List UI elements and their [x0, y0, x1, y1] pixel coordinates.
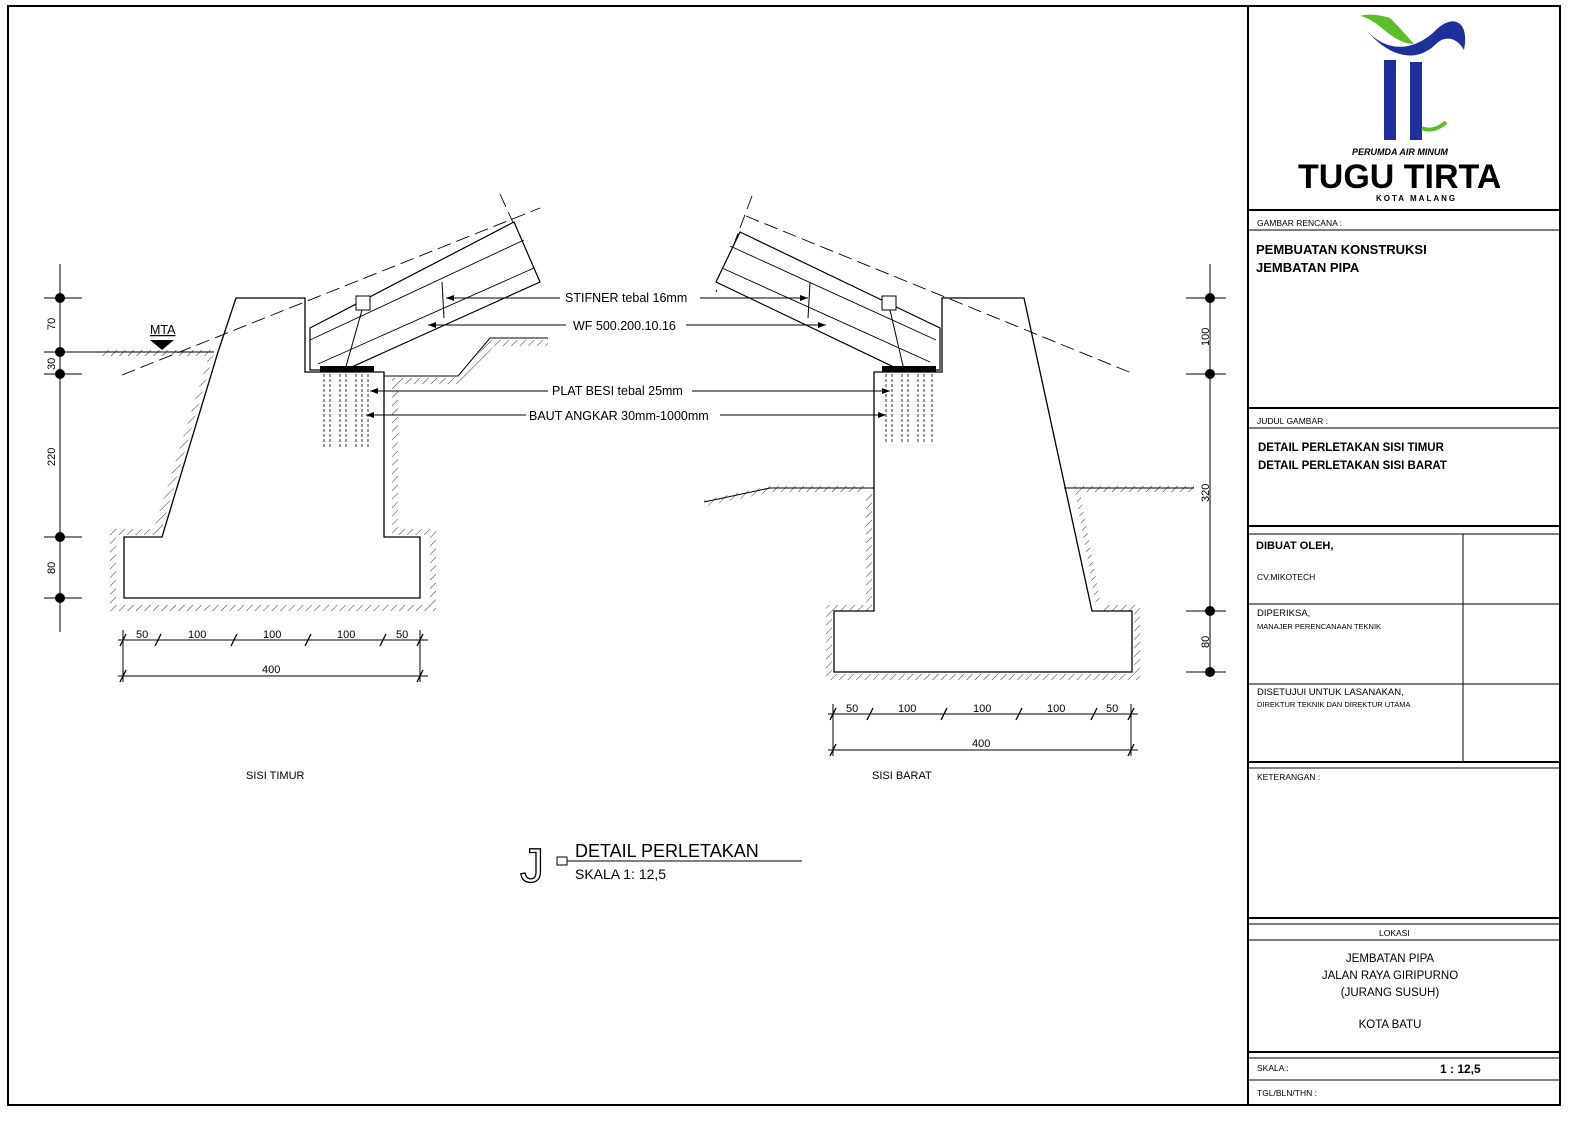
east-hdim-1: 50	[136, 629, 148, 641]
detail-mark-letter: J	[520, 840, 544, 893]
judul-line-2: DETAIL PERLETAKAN SISI BARAT	[1258, 460, 1447, 472]
east-hdim-3: 100	[263, 629, 281, 641]
east-anchor-bolts	[323, 374, 369, 448]
callout-leaders	[366, 297, 890, 416]
detail-mark: J DETAIL PERLETAKAN SKALA 1: 12,5	[519, 839, 802, 894]
skala-label: SKALA :	[1257, 1063, 1289, 1073]
east-girder	[309, 221, 541, 371]
callout-arrowheads	[366, 295, 890, 418]
west-vdim-100: 100	[1200, 328, 1212, 346]
east-stiffener-1	[344, 309, 363, 371]
west-hdim-2: 100	[898, 703, 916, 715]
east-base-plate	[320, 366, 374, 372]
east-vdim-220: 220	[46, 448, 58, 466]
east-abutment-section: MTA 70 30 220 80 50 100 100 100 50	[44, 193, 548, 782]
lokasi-line-2: JALAN RAYA GIRIPURNO	[1322, 970, 1458, 982]
east-hdim-5: 50	[396, 629, 408, 641]
tugu-tirta-logo: PERUMDA AIR MINUM TUGU TIRTA KOTA MALANG	[1298, 14, 1501, 203]
east-ground-line-right	[384, 337, 548, 377]
west-stiffener-1	[889, 309, 905, 371]
logo-org-city: KOTA MALANG	[1376, 194, 1457, 203]
west-girder-flange-2	[721, 267, 931, 363]
judul-line-1: DETAIL PERLETAKAN SISI TIMUR	[1258, 442, 1445, 454]
diperiksa-label: DIPERIKSA,	[1257, 608, 1310, 619]
east-abutment-outline	[123, 297, 421, 599]
east-stiffener-plate	[355, 295, 371, 311]
callout-anchor: BAUT ANGKAR 30mm-1000mm	[529, 409, 709, 423]
east-vdim-70: 70	[46, 318, 58, 330]
mta-label: MTA	[150, 323, 176, 337]
west-vdim-320: 320	[1200, 484, 1212, 502]
lokasi-line-4: KOTA BATU	[1359, 1019, 1422, 1031]
east-vdim-80: 80	[46, 562, 58, 574]
west-hdim-3: 100	[973, 703, 991, 715]
gambar-rencana-label: GAMBAR RENCANA :	[1257, 218, 1342, 228]
west-base-plate	[882, 366, 936, 372]
disetujui-value: DIREKTUR TEKNIK DAN DIREKTUR UTAMA	[1257, 700, 1411, 709]
west-dashed-line-1	[745, 215, 1135, 375]
skala-value: 1 : 12,5	[1440, 1062, 1481, 1076]
callout-wf: WF 500.200.10.16	[573, 319, 676, 333]
project-line-2: JEMBATAN PIPA	[1256, 260, 1360, 275]
lokasi-label: LOKASI	[1379, 928, 1410, 938]
diperiksa-value: MANAJER PERENCANAAN TEKNIK	[1257, 622, 1381, 631]
west-vdim-ext	[1186, 297, 1226, 673]
detail-title: DETAIL PERLETAKAN	[575, 841, 759, 861]
east-stiffener-2	[441, 281, 445, 319]
east-girder-flange-2	[317, 267, 535, 365]
west-label: SISI BARAT	[872, 770, 932, 782]
title-block-grid	[1248, 209, 1560, 1081]
west-hdim-5: 50	[1106, 703, 1118, 715]
west-abutment-section: 100 320 80 50 100 100 100 50 400 SISI BA…	[703, 195, 1226, 782]
project-line-1: PEMBUATAN KONSTRUKSI	[1256, 242, 1427, 257]
west-anchor-bolts	[885, 374, 933, 442]
east-total: 400	[262, 664, 280, 676]
east-label: SISI TIMUR	[246, 770, 305, 782]
east-vdim-ext	[44, 297, 100, 599]
keterangan-label: KETERANGAN :	[1257, 772, 1320, 782]
west-stiffener-plate	[881, 295, 897, 311]
tgl-label: TGL/BLN/THN :	[1257, 1088, 1317, 1098]
west-vdim-80: 80	[1200, 636, 1212, 648]
logo-org-name: TUGU TIRTA	[1298, 158, 1501, 196]
dibuat-label: DIBUAT OLEH,	[1256, 540, 1333, 552]
dibuat-value: CV.MIKOTECH	[1257, 572, 1315, 582]
east-dashed-line-1	[121, 207, 541, 376]
title-block: PERUMDA AIR MINUM TUGU TIRTA KOTA MALANG…	[1248, 14, 1560, 1098]
east-girder-flange-1	[309, 239, 525, 341]
east-hdim-2: 100	[188, 629, 206, 641]
west-girder-flange-1	[729, 245, 937, 341]
west-ground-hatch	[704, 486, 1194, 680]
logo-blue-swoosh	[1366, 21, 1466, 56]
west-stiffener-2	[807, 281, 811, 319]
lokasi-line-3: (JURANG SUSUH)	[1341, 987, 1440, 999]
callout-plate: PLAT BESI tebal 25mm	[552, 384, 683, 398]
lokasi-line-1: JEMBATAN PIPA	[1346, 953, 1435, 965]
west-girder	[715, 231, 941, 371]
west-hdim-4: 100	[1047, 703, 1065, 715]
east-hdim-4: 100	[337, 629, 355, 641]
disetujui-label: DISETUJUI UNTUK LASANAKAN,	[1257, 687, 1404, 698]
west-hdim-1: 50	[846, 703, 858, 715]
east-vdim-30: 30	[46, 358, 58, 370]
mta-marker	[150, 340, 174, 350]
logo-green-wave	[1360, 14, 1414, 45]
west-ground-line	[703, 487, 874, 503]
logo-org-top: PERUMDA AIR MINUM	[1352, 147, 1448, 157]
detail-scale: SKALA 1: 12,5	[575, 866, 666, 882]
sheet-border	[7, 5, 1561, 1106]
callout-stiffener: STIFNER tebal 16mm	[565, 291, 687, 305]
west-total: 400	[972, 738, 990, 750]
east-ground-hatch	[100, 340, 548, 611]
judul-label: JUDUL GAMBAR :	[1257, 416, 1328, 426]
